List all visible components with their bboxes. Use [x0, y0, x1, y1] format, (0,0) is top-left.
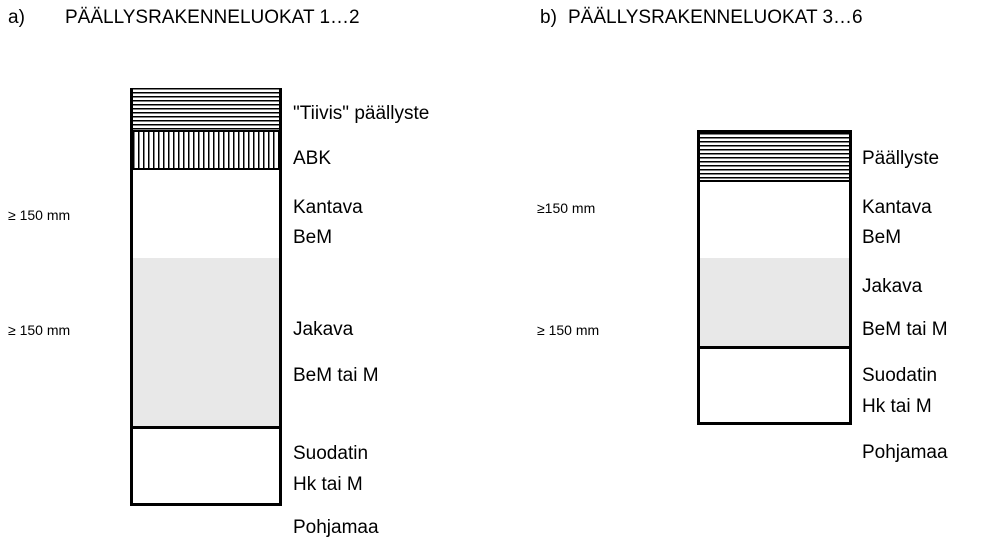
- panel-b-base-label-1: Kantava: [862, 197, 932, 218]
- panel-a-surface-label: "Tiivis" päällyste: [293, 103, 430, 124]
- panel-a-base-thickness: ≥ 150 mm: [8, 207, 71, 223]
- panel-a-abk-label: ABK: [293, 148, 332, 169]
- panel-b-subbase-label-1: Jakava: [862, 276, 923, 297]
- panel-b-subbase-thickness: ≥ 150 mm: [537, 322, 600, 338]
- panel-b-filter-layer: [697, 346, 852, 425]
- panel-a-surface-layer: [130, 88, 282, 130]
- panel-b-subbase-label-2: BeM tai M: [862, 319, 948, 340]
- panel-a-subbase-thickness: ≥ 150 mm: [8, 322, 71, 338]
- panel-b-title: PÄÄLLYSRAKENNELUOKAT 3…6: [568, 7, 863, 28]
- panel-a-filter-label-1: Suodatin: [293, 443, 369, 464]
- panel-b-subgrade-label: Pohjamaa: [862, 442, 948, 463]
- panel-b-filter-label-2: Hk tai M: [862, 396, 932, 417]
- panel-b-surface-label: Päällyste: [862, 148, 940, 169]
- panel-a-subbase-label-2: BeM tai M: [293, 365, 379, 386]
- panel-a-filter-layer: [130, 426, 282, 506]
- panel-a-base-label-2: BeM: [293, 227, 333, 248]
- panel-a-subgrade-label: Pohjamaa: [293, 517, 379, 538]
- panel-a-layer-column: [130, 88, 282, 506]
- panel-a-abk-layer: [130, 130, 282, 168]
- panel-b-subbase-layer: [697, 258, 852, 348]
- panel-a-base-label-1: Kantava: [293, 197, 363, 218]
- panel-a-base-layer: [130, 168, 282, 258]
- panel-a-filter-label-2: Hk tai M: [293, 474, 363, 495]
- panel-a-subbase-layer: [130, 258, 282, 426]
- panel-a-marker: a): [8, 7, 25, 28]
- panel-b-marker: b): [540, 7, 557, 28]
- panel-b-layer-column: [697, 130, 852, 425]
- panel-b-base-thickness: ≥150 mm: [537, 200, 596, 216]
- panel-b-surface-layer: [697, 130, 852, 180]
- panel-a-subbase-label-1: Jakava: [293, 319, 354, 340]
- panel-b-base-layer: [697, 180, 852, 258]
- panel-b-base-label-2: BeM: [862, 227, 902, 248]
- panel-b-filter-label-1: Suodatin: [862, 365, 938, 386]
- panel-a-title: PÄÄLLYSRAKENNELUOKAT 1…2: [65, 7, 360, 28]
